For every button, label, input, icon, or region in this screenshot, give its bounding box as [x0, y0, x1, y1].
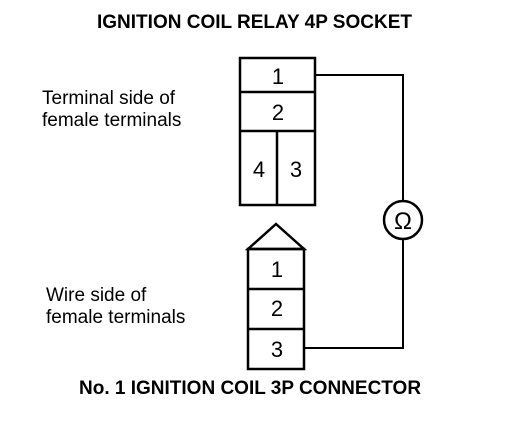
- relay-terminal-labels: 1 2 4 3: [253, 64, 302, 182]
- lead-connector-terminal-3: [304, 239, 404, 349]
- connector-title: No. 1 IGNITION COIL 3P CONNECTOR: [79, 378, 422, 399]
- relay-socket-title: IGNITION COIL RELAY 4P SOCKET: [97, 12, 412, 33]
- connector-terminal-labels: 1 2 3: [271, 257, 283, 362]
- connector-terminal-3: 3: [271, 337, 283, 362]
- relay-terminal-4: 4: [253, 157, 265, 182]
- connector-outline: [246, 247, 306, 371]
- relay-caption-line1: Terminal side of: [42, 88, 176, 109]
- lead-relay-terminal-1: [315, 74, 404, 201]
- relay-socket: [238, 56, 317, 207]
- connector-caption-line1: Wire side of: [46, 285, 147, 306]
- test-leads: [304, 74, 404, 349]
- relay-socket-caption: Terminal side of female terminals: [42, 88, 181, 132]
- ohmmeter-icon: Ω: [382, 199, 424, 241]
- coil-connector: [244, 222, 308, 371]
- connector-key-roof: [244, 222, 308, 251]
- connector-terminal-2: 2: [271, 296, 283, 321]
- connector-terminal-1: 1: [271, 257, 283, 282]
- relay-terminal-1: 1: [272, 64, 284, 89]
- relay-terminal-3: 3: [290, 157, 302, 182]
- ohmmeter-circle: [382, 199, 424, 241]
- ohm-symbol: Ω: [394, 208, 412, 235]
- connector-caption-line2: female terminals: [46, 307, 186, 328]
- connector-caption: Wire side of female terminals: [46, 285, 185, 329]
- relay-terminal-2: 2: [272, 100, 284, 125]
- relay-caption-line2: female terminals: [42, 110, 182, 131]
